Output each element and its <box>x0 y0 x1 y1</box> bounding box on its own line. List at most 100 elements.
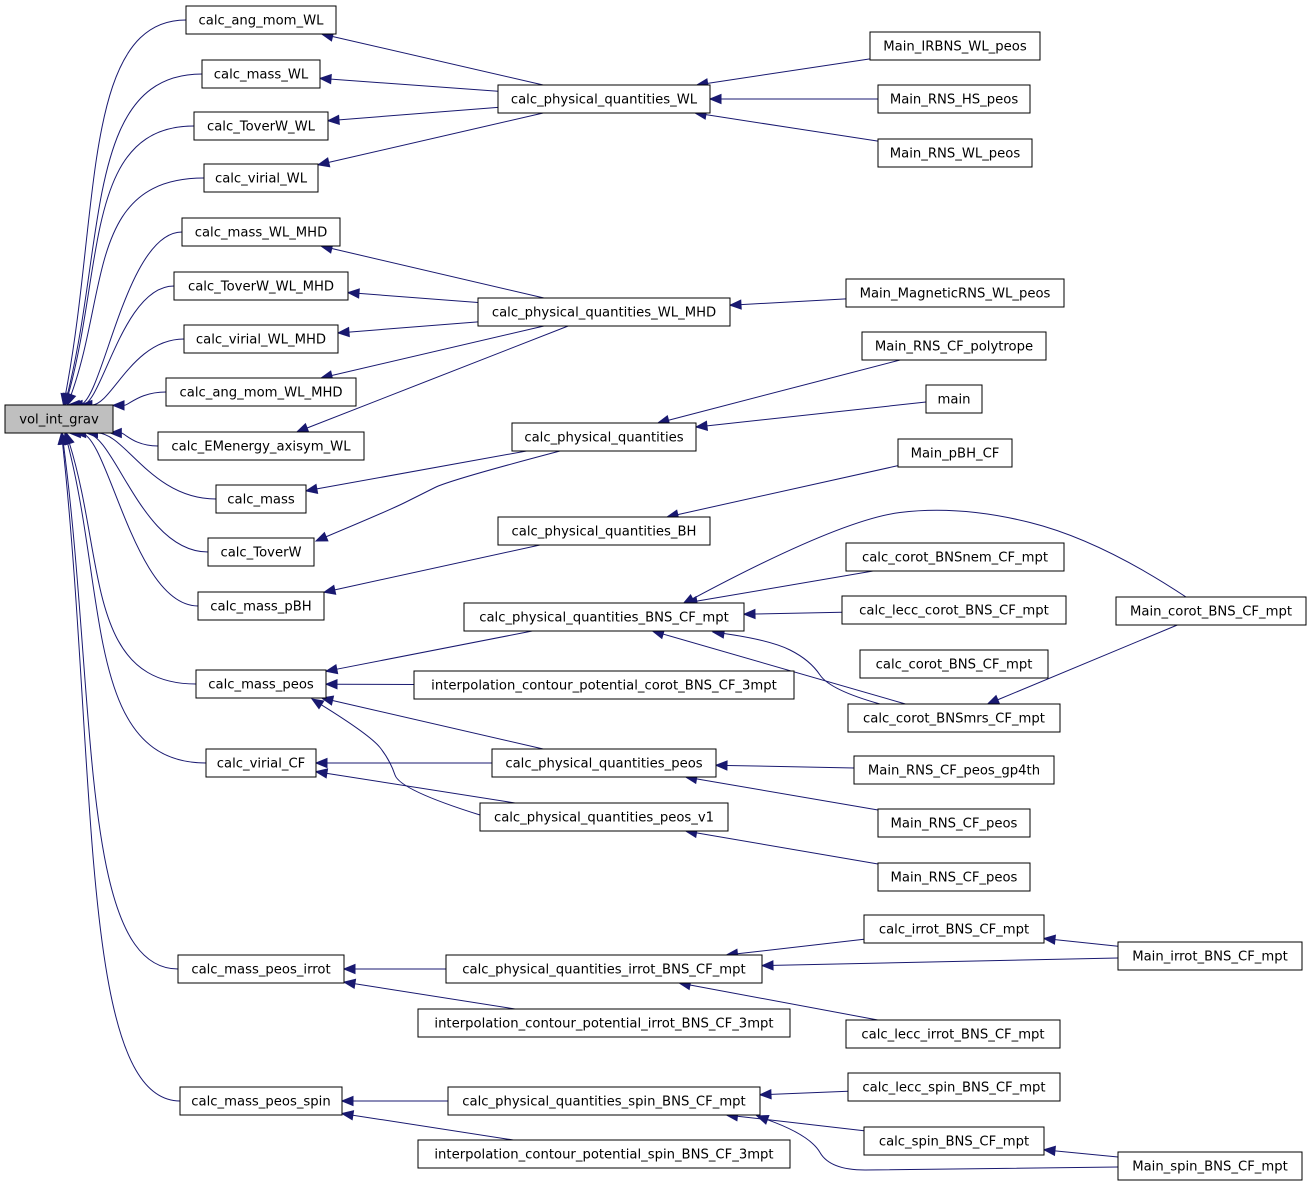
node-main-rns-cf-peos-a[interactable]: Main_RNS_CF_peos <box>877 808 1031 838</box>
node-label: calc_irrot_BNS_CF_mpt <box>879 923 1029 938</box>
node-label: calc_EMenergy_axisym_WL <box>171 440 351 455</box>
node-label: calc_ToverW_WL <box>207 120 316 135</box>
node-main-spin-bns-cf-mpt[interactable]: Main_spin_BNS_CF_mpt <box>1117 1151 1303 1181</box>
node-calc-mass-wl-mhd[interactable]: calc_mass_WL_MHD <box>181 217 341 247</box>
edge-calc_physical_quantities_WL_MHD-to-calc_ang_mom_WL_MHD <box>319 325 545 381</box>
edge-calc_ang_mom_WL-to-vol_int_grav <box>60 19 187 407</box>
node-calc-mass[interactable]: calc_mass <box>215 484 307 514</box>
edge-Main_irrot_BNS_CF_mpt-to-calc_irrot_BNS_CF_mpt <box>1042 934 1119 947</box>
node-calc-physical-quantities-irrot-bns-cf-mpt[interactable]: calc_physical_quantities_irrot_BNS_CF_mp… <box>445 954 763 984</box>
node-label: Main_IRBNS_WL_peos <box>883 40 1027 55</box>
edge-calc_physical_quantities_WL-to-calc_virial_WL <box>316 112 544 168</box>
node-label: Main_RNS_HS_peos <box>890 93 1019 108</box>
edge-calc_mass_WL_MHD-to-vol_int_grav <box>66 231 183 411</box>
edge-interpolation_contour_potential_irrot_BNS_CF_3mpt-to-calc_mass_peos_irrot <box>342 978 516 1010</box>
node-main-rns-cf-peos-b[interactable]: Main_RNS_CF_peos <box>877 862 1031 892</box>
node-label: Main_MagneticRNS_WL_peos <box>860 287 1051 302</box>
node-calc-irrot-bns-cf-mpt[interactable]: calc_irrot_BNS_CF_mpt <box>863 914 1045 944</box>
node-label: calc_mass_peos <box>208 678 314 693</box>
node-label: calc_spin_BNS_CF_mpt <box>879 1135 1029 1150</box>
node-main-rns-cf-peos-gp4th[interactable]: Main_RNS_CF_peos_gp4th <box>853 755 1055 785</box>
node-calc-physical-quantities-bns-cf-mpt[interactable]: calc_physical_quantities_BNS_CF_mpt <box>463 602 745 632</box>
node-label: calc_lecc_irrot_BNS_CF_mpt <box>861 1028 1044 1043</box>
edge-Main_RNS_CF_peos_b-to-calc_physical_quantities_peos_v1 <box>684 827 879 865</box>
node-label: calc_mass <box>227 493 295 508</box>
node-label: calc_physical_quantities_WL <box>511 93 698 108</box>
node-calc-toverw-wl-mhd[interactable]: calc_ToverW_WL_MHD <box>173 271 349 301</box>
edge-calc_physical_quantities_WL-to-calc_ToverW_WL <box>326 106 499 126</box>
edges-layer <box>57 19 1187 1171</box>
node-calc-ang-mom-wl-mhd[interactable]: calc_ang_mom_WL_MHD <box>165 377 357 407</box>
node-calc-lecc-corot-bns-cf-mpt[interactable]: calc_lecc_corot_BNS_CF_mpt <box>841 595 1067 625</box>
node-calc-physical-quantities-peos[interactable]: calc_physical_quantities_peos <box>491 748 717 778</box>
node-main-irrot-bns-cf-mpt[interactable]: Main_irrot_BNS_CF_mpt <box>1117 941 1303 971</box>
node-calc-mass-peos-spin[interactable]: calc_mass_peos_spin <box>179 1086 343 1116</box>
node-calc-corot-bnsnem-cf-mpt[interactable]: calc_corot_BNSnem_CF_mpt <box>845 542 1065 572</box>
node-calc-lecc-spin-bns-cf-mpt[interactable]: calc_lecc_spin_BNS_CF_mpt <box>847 1072 1061 1102</box>
edge-Main_RNS_WL_peos-to-calc_physical_quantities_WL <box>693 109 879 142</box>
node-calc-physical-quantities-wl[interactable]: calc_physical_quantities_WL <box>497 84 711 114</box>
edge-Main_MagneticRNS_WL_peos-to-calc_physical_quantities_WL_MHD <box>728 298 847 310</box>
edge-calc_virial_WL-to-vol_int_grav <box>66 177 205 407</box>
node-label: calc_corot_BNSmrs_CF_mpt <box>863 712 1045 727</box>
edge-calc_corot_BNSmrs_CF_mpt-to-calc_physical_quantities_BNS_CF_mpt <box>651 629 906 705</box>
node-calc-physical-quantities-peos-v1[interactable]: calc_physical_quantities_peos_v1 <box>479 802 729 832</box>
edge-main-to-calc_physical_quantities <box>694 401 927 431</box>
node-vol-int-grav[interactable]: vol_int_grav <box>4 404 114 434</box>
nodes-layer: vol_int_grav calc_ang_mom_WL calc_mass_WLc… <box>4 5 1307 1181</box>
node-calc-physical-quantities-bh[interactable]: calc_physical_quantities_BH <box>497 516 711 546</box>
edge-calc_physical_quantities_WL-to-calc_ang_mom_WL <box>320 31 544 86</box>
edge-Main_RNS_CF_polytrope-to-calc_physical_quantities <box>656 359 901 426</box>
node-interpolation-contour-potential-spin-bns-cf-3mpt[interactable]: interpolation_contour_potential_spin_BNS… <box>417 1139 791 1169</box>
edge-calc_physical_quantities_peos-to-calc_virial_CF <box>314 757 492 769</box>
node-interpolation-contour-potential-corot-bns-cf-3mpt[interactable]: interpolation_contour_potential_corot_BN… <box>413 670 795 700</box>
node-calc-corot-bns-cf-mpt[interactable]: calc_corot_BNS_CF_mpt <box>859 649 1049 679</box>
node-label: calc_mass_WL_MHD <box>195 226 328 241</box>
edge-Main_spin_BNS_CF_mpt-to-calc_physical_quantities_spin_BNS_CF_mpt <box>755 1114 1119 1171</box>
node-interpolation-contour-potential-irrot-bns-cf-3mpt[interactable]: interpolation_contour_potential_irrot_BN… <box>417 1008 791 1038</box>
node-calc-mass-pbh[interactable]: calc_mass_pBH <box>197 591 325 621</box>
edge-Main_RNS_CF_peos_gp4th-to-calc_physical_quantities_peos <box>714 760 855 771</box>
node-main-magneticrns-wl-peos[interactable]: Main_MagneticRNS_WL_peos <box>845 278 1065 308</box>
node-main-pbh-cf[interactable]: Main_pBH_CF <box>897 438 1013 468</box>
edge-calc_physical_quantities_WL-to-calc_mass_WL <box>318 73 499 92</box>
node-label: calc_physical_quantities_peos <box>505 757 702 772</box>
node-calc-physical-quantities[interactable]: calc_physical_quantities <box>511 422 697 452</box>
node-calc-virial-wl[interactable]: calc_virial_WL <box>203 163 319 193</box>
node-calc-emenergy-axisym-wl[interactable]: calc_EMenergy_axisym_WL <box>157 431 365 461</box>
node-calc-virial-wl-mhd[interactable]: calc_virial_WL_MHD <box>183 324 339 354</box>
node-calc-mass-wl[interactable]: calc_mass_WL <box>201 59 321 89</box>
node-calc-ang-mom-wl[interactable]: calc_ang_mom_WL <box>185 5 337 35</box>
node-label: Main_RNS_CF_peos_gp4th <box>868 764 1040 779</box>
edge-calc_physical_quantities-to-calc_ToverW <box>314 450 561 542</box>
node-main-irbns-wl-peos[interactable]: Main_IRBNS_WL_peos <box>869 31 1041 61</box>
edge-Main_IRBNS_WL_peos-to-calc_physical_quantities_WL <box>695 58 871 89</box>
node-label: calc_physical_quantities_BH <box>512 525 697 540</box>
edge-Main_pBH_CF-to-calc_physical_quantities_BH <box>665 465 899 520</box>
node-label: calc_lecc_spin_BNS_CF_mpt <box>862 1081 1045 1096</box>
node-main-rns-hs-peos[interactable]: Main_RNS_HS_peos <box>877 84 1031 114</box>
node-label: calc_virial_WL_MHD <box>196 333 326 348</box>
node-label: calc_ang_mom_WL <box>199 14 325 29</box>
node-calc-toverw[interactable]: calc_ToverW <box>207 537 315 567</box>
node-calc-spin-bns-cf-mpt[interactable]: calc_spin_BNS_CF_mpt <box>863 1126 1045 1156</box>
node-calc-toverw-wl[interactable]: calc_ToverW_WL <box>193 111 329 141</box>
node-calc-mass-peos-irrot[interactable]: calc_mass_peos_irrot <box>177 954 345 984</box>
node-label: calc_physical_quantities_irrot_BNS_CF_mp… <box>462 963 745 978</box>
node-main-rns-cf-polytrope[interactable]: Main_RNS_CF_polytrope <box>861 331 1047 361</box>
node-label: interpolation_contour_potential_corot_BN… <box>431 679 777 694</box>
edge-interpolation_contour_potential_spin_BNS_CF_3mpt-to-calc_mass_peos_spin <box>340 1110 514 1141</box>
node-calc-corot-bnsmrs-cf-mpt[interactable]: calc_corot_BNSmrs_CF_mpt <box>847 703 1061 733</box>
node-calc-virial-cf[interactable]: calc_virial_CF <box>205 748 317 778</box>
node-calc-mass-peos[interactable]: calc_mass_peos <box>195 669 327 699</box>
node-calc-physical-quantities-wl-mhd[interactable]: calc_physical_quantities_WL_MHD <box>477 297 731 327</box>
node-label: calc_virial_WL <box>215 172 308 187</box>
node-main-corot-bns-cf-mpt[interactable]: Main_corot_BNS_CF_mpt <box>1115 596 1307 626</box>
node-label: calc_physical_quantities_peos_v1 <box>494 811 714 826</box>
node-main[interactable]: main <box>925 384 983 414</box>
node-main-rns-wl-peos[interactable]: Main_RNS_WL_peos <box>877 138 1033 168</box>
node-calc-physical-quantities-spin-bns-cf-mpt[interactable]: calc_physical_quantities_spin_BNS_CF_mpt <box>447 1086 761 1116</box>
node-calc-lecc-irrot-bns-cf-mpt[interactable]: calc_lecc_irrot_BNS_CF_mpt <box>845 1019 1061 1049</box>
node-label: calc_lecc_corot_BNS_CF_mpt <box>859 604 1049 619</box>
